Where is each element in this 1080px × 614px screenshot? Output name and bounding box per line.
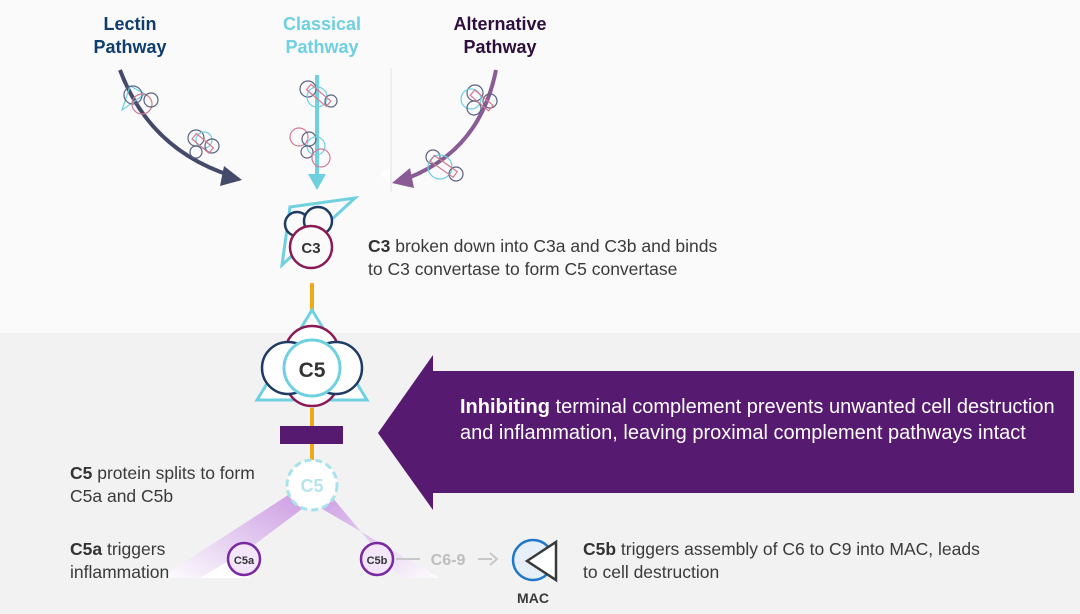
classical-label-line1: Classical (282, 14, 362, 34)
c5a-node: C5a (226, 541, 262, 577)
classical-arrow (308, 75, 326, 190)
c6-9-connector: C6-9 (396, 552, 499, 569)
upper-section-background (0, 0, 1080, 333)
c5a-description-text: triggers inflammation (70, 539, 170, 582)
alternative-pathway-label: Alternative Pathway (430, 13, 570, 59)
c6-9-label: C6-9 (431, 552, 466, 569)
c3-description-text: broken down into C3a and C3b and binds t… (368, 236, 718, 279)
c5-split-node: C5 (285, 458, 339, 512)
lectin-molecule-1 (120, 85, 159, 115)
inhibitor-bar (280, 426, 343, 444)
alternative-molecule-1 (460, 84, 498, 116)
mac-icon: MAC (511, 538, 558, 606)
alternative-molecule-2 (425, 149, 464, 182)
inhibition-message: Inhibiting terminal complement prevents … (460, 394, 1060, 446)
c5b-description: C5b triggers assembly of C6 to C9 into M… (583, 538, 983, 584)
inhibition-arrow (378, 355, 1074, 510)
lectin-label-line1: Lectin (103, 14, 157, 34)
c5a-beam (160, 490, 310, 578)
c3-description: C3 broken down into C3a and C3b and bind… (368, 235, 728, 281)
mac-label: MAC (517, 590, 549, 606)
c5b-beam (312, 490, 440, 578)
c5-description-bold: C5 (70, 463, 93, 483)
c5-description: C5 protein splits to form C5a and C5b (70, 462, 290, 508)
c5a-label: C5a (234, 555, 255, 567)
c5-description-text: protein splits to form C5a and C5b (70, 463, 255, 506)
c5-node: C5 (254, 307, 370, 408)
c5-label: C5 (299, 359, 326, 382)
c5b-description-text: triggers assembly of C6 to C9 into MAC, … (583, 539, 980, 582)
classical-molecule-2 (289, 127, 331, 168)
c3-label: C3 (301, 240, 320, 257)
lectin-molecule-2 (187, 129, 220, 159)
classical-label-line2: Pathway (285, 37, 359, 57)
alternative-label-line1: Alternative (453, 14, 547, 34)
c5a-description-bold: C5a (70, 539, 103, 559)
classical-molecule-1 (299, 80, 338, 108)
c3-description-bold: C3 (368, 236, 391, 256)
inhibition-message-text: terminal complement prevents unwanted ce… (460, 396, 1055, 444)
c3-node: C3 (279, 195, 360, 270)
lectin-label-line2: Pathway (93, 37, 167, 57)
c5a-description: C5a triggers inflammation (70, 538, 230, 584)
alternative-label-line2: Pathway (463, 37, 537, 57)
inhibition-message-bold: Inhibiting (460, 396, 550, 418)
white-notch (380, 168, 390, 184)
lectin-pathway-label: Lectin Pathway (70, 13, 190, 59)
alternative-arrow (392, 69, 498, 188)
classical-pathway-label: Classical Pathway (262, 13, 382, 59)
c5b-node: C5b (359, 541, 395, 577)
c5-split-label: C5 (300, 476, 323, 496)
c5b-label: C5b (367, 555, 388, 567)
c5b-description-bold: C5b (583, 539, 617, 559)
